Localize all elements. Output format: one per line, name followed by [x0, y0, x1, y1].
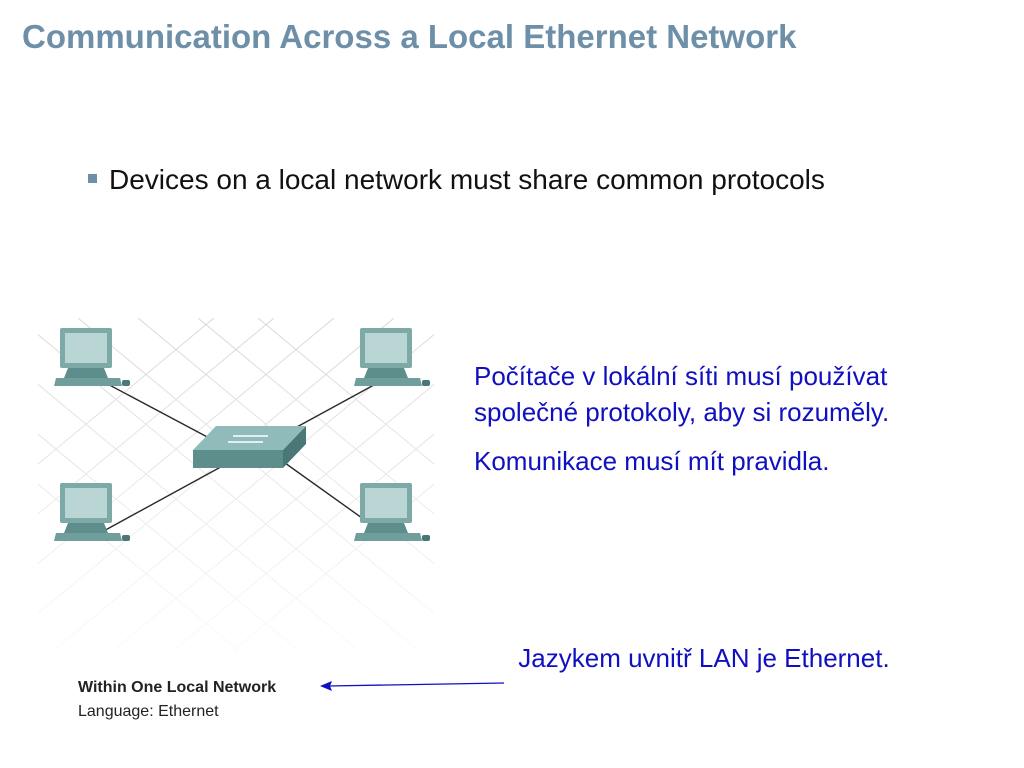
caption-title: Within One Local Network	[78, 679, 277, 696]
bullet-text: Devices on a local network must share co…	[109, 164, 825, 195]
network-diagram	[38, 318, 434, 650]
computer-icon	[54, 328, 130, 386]
diagram-caption: Within One Local Network Language: Ether…	[78, 676, 276, 724]
slide-title: Communication Across a Local Ethernet Ne…	[22, 18, 797, 55]
lan-language-note: Jazykem uvnitř LAN je Ethernet.	[518, 643, 890, 673]
bullet-item: Devices on a local network must share co…	[88, 163, 848, 197]
czech-text-block: Počítače v lokální síti musí používat sp…	[474, 358, 944, 492]
czech-paragraph-2: Komunikace musí mít pravidla.	[474, 446, 830, 476]
caption-subtitle: Language: Ethernet	[78, 703, 219, 720]
bullet-marker	[88, 174, 97, 183]
czech-paragraph-1: Počítače v lokální síti musí používat sp…	[474, 361, 890, 427]
computer-icon	[354, 328, 430, 386]
arrow-icon	[320, 681, 505, 691]
computer-icon	[54, 483, 130, 541]
network-switch-icon	[193, 426, 306, 468]
computer-icon	[354, 483, 430, 541]
